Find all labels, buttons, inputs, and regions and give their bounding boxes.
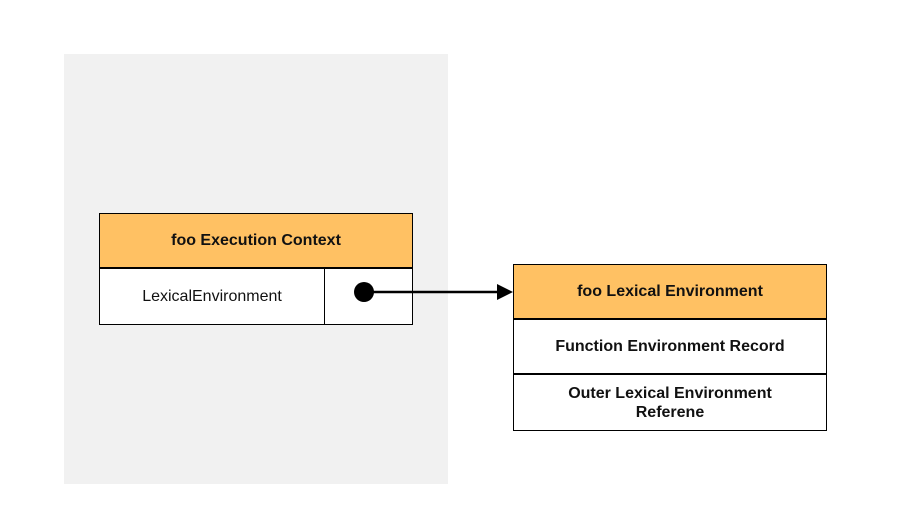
execution-context-title: foo Execution Context	[100, 214, 412, 269]
arrowhead-icon	[497, 284, 513, 300]
lexical-environment-field-label: LexicalEnvironment	[100, 269, 325, 324]
lexical-environment-title: foo Lexical Environment	[514, 265, 826, 320]
lexical-environment-box: foo Lexical Environment Function Environ…	[513, 264, 827, 431]
environment-record-cell: Function Environment Record	[514, 320, 826, 375]
execution-context-box: foo Execution Context LexicalEnvironment	[99, 213, 413, 325]
outer-reference-cell: Outer Lexical Environment Referene	[568, 384, 772, 421]
